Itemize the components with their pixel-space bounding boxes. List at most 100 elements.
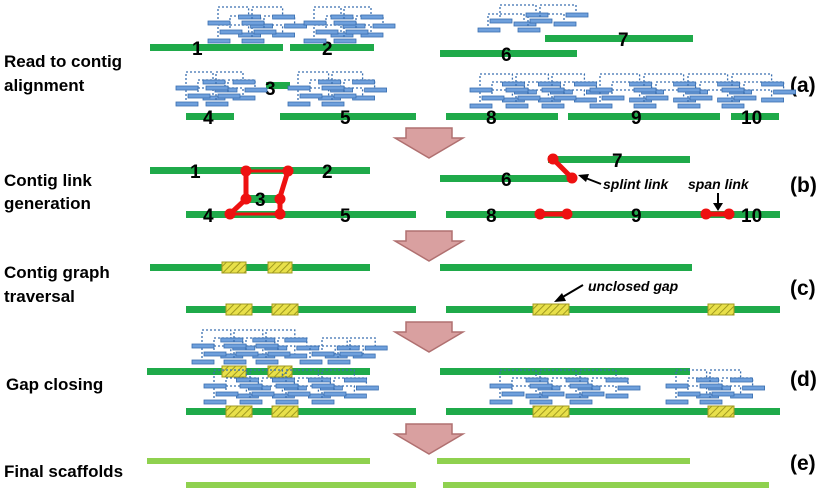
read xyxy=(223,343,247,349)
read xyxy=(360,14,384,20)
read xyxy=(677,87,701,93)
read xyxy=(232,79,256,85)
read xyxy=(645,95,669,101)
link-node xyxy=(274,193,286,205)
read-pair-link xyxy=(285,369,320,386)
read xyxy=(345,29,369,35)
read-pair-link xyxy=(251,24,284,41)
read-pair-link xyxy=(321,337,348,354)
read-pair-link xyxy=(217,24,250,41)
read xyxy=(272,14,296,20)
panel-label-e: (e) xyxy=(790,452,816,475)
read xyxy=(553,21,577,27)
read xyxy=(677,103,701,109)
gap xyxy=(707,405,735,418)
read-pair-link xyxy=(675,385,708,402)
read-pair-link xyxy=(515,73,550,90)
read-pair-link xyxy=(731,89,773,106)
read xyxy=(352,79,376,85)
read xyxy=(601,95,625,101)
link-node xyxy=(282,165,294,177)
panel-d-gaps xyxy=(221,365,735,418)
read xyxy=(364,87,388,93)
read-pair-link xyxy=(487,13,525,30)
panel-a-read-pairs xyxy=(175,4,796,109)
read xyxy=(299,359,323,365)
read xyxy=(235,351,259,357)
stage-label-b-line1: Contig link xyxy=(4,171,92,190)
panel-b-links xyxy=(224,153,735,220)
read xyxy=(219,29,243,35)
contig-45-b xyxy=(186,211,416,218)
read xyxy=(287,101,311,107)
read xyxy=(311,351,335,357)
final-scaffold-top-right xyxy=(437,458,690,464)
read xyxy=(255,343,279,349)
contig-number-5-b: 5 xyxy=(340,206,351,227)
read xyxy=(287,85,311,91)
read-pair-link xyxy=(539,4,577,21)
scaffold-top-left-d xyxy=(147,368,370,375)
contig-7-b xyxy=(548,156,690,163)
read xyxy=(339,351,363,357)
contig-number-5-a: 5 xyxy=(340,108,351,129)
read xyxy=(733,95,757,101)
panel-b-contig-numbers: 1 2 3 4 5 6 7 8 9 10 xyxy=(190,151,762,227)
read xyxy=(673,81,696,87)
read-pair-link xyxy=(215,71,244,88)
read xyxy=(336,345,360,351)
read-pair-link xyxy=(185,71,214,88)
scaffold-top-right-d xyxy=(440,368,690,375)
read xyxy=(773,89,796,95)
read xyxy=(205,85,229,91)
read-pair-link xyxy=(687,73,729,90)
read xyxy=(271,377,295,383)
read-pair-link xyxy=(297,71,330,88)
read xyxy=(761,97,784,103)
link-node xyxy=(240,193,252,205)
read xyxy=(303,20,327,26)
unclosed-gap-callout: unclosed gap xyxy=(554,278,679,302)
read xyxy=(569,383,593,389)
read xyxy=(241,20,265,26)
read xyxy=(323,391,347,397)
read-pair-link xyxy=(213,385,248,402)
read xyxy=(203,351,227,357)
read-pair-link xyxy=(349,337,376,354)
link-node xyxy=(561,208,573,220)
read xyxy=(202,79,226,85)
read-pair-link xyxy=(213,369,248,386)
read xyxy=(517,27,541,33)
read xyxy=(318,79,342,85)
contig-8910-b xyxy=(446,211,780,218)
read-pair-link xyxy=(499,369,537,386)
read-pair-link xyxy=(479,89,514,106)
read-pair-link xyxy=(201,329,232,346)
gap xyxy=(271,303,299,316)
splint-link-callout: splint link xyxy=(578,174,670,192)
read xyxy=(541,87,565,93)
read xyxy=(477,27,501,33)
read xyxy=(505,87,529,93)
read-pair-link xyxy=(687,89,729,106)
panel-label-d: (d) xyxy=(790,368,817,391)
read xyxy=(581,391,605,397)
panel-c-gaps xyxy=(221,261,735,316)
read xyxy=(677,391,701,397)
stage-label-a-line2: alignment xyxy=(4,76,85,95)
read xyxy=(633,87,657,93)
read-pair-link xyxy=(731,73,773,90)
contig-number-6-b: 6 xyxy=(501,170,512,191)
contig-number-7-a: 7 xyxy=(618,30,629,51)
read xyxy=(296,345,320,351)
contig-number-3-b: 3 xyxy=(255,190,266,211)
gap xyxy=(221,365,247,378)
read xyxy=(299,93,323,99)
read xyxy=(730,377,753,383)
read xyxy=(355,385,379,391)
read-pair-link xyxy=(499,385,537,402)
read xyxy=(241,38,265,44)
read xyxy=(717,81,740,87)
read xyxy=(525,12,549,18)
splint-link-label: splint link xyxy=(603,176,670,192)
